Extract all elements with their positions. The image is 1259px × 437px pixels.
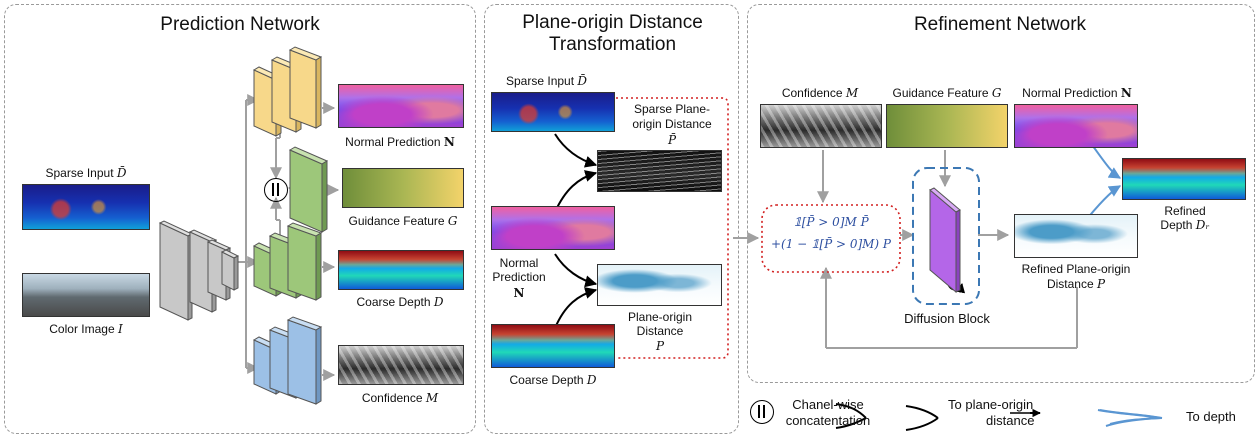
sparse-input-symbol: D̄ (116, 166, 127, 180)
r-normal-text: Normal Prediction (1022, 86, 1118, 100)
t-normal-line2: Prediction (492, 270, 546, 284)
guidance-feature-label: Guidance Feature G (336, 214, 470, 228)
refined-plane-text: Distance (1046, 277, 1094, 291)
confidence-label: Confidence M (330, 391, 470, 405)
prediction-panel (4, 4, 476, 434)
normal-prediction-label: Normal Prediction N (330, 135, 470, 149)
transform-title-line2: Transformation (548, 34, 677, 55)
t-sparse-input-symbol: D̄ (577, 74, 588, 88)
normal-prediction-symbol: N (443, 135, 455, 149)
r-normal-symbol: N (1120, 86, 1132, 100)
legend-concat-line1: Chanel-wise (792, 397, 864, 412)
coarse-depth-label: Coarse Depth D (330, 295, 470, 309)
prediction-title: Prediction Network (160, 14, 320, 35)
t-sparse-plane-symbol: P̄ (667, 133, 677, 147)
r-normal-image (1014, 104, 1138, 148)
formula-line2: +(1 − 𝟙[P̄ > 0]M) P (770, 237, 892, 251)
r-guidance-label: Guidance Feature G (884, 86, 1010, 100)
t-plane-image (597, 264, 722, 306)
refined-plane-image (1014, 214, 1138, 258)
t-plane-symbol: P (655, 339, 665, 353)
sparse-input-label: Sparse Input D̄ (22, 166, 150, 180)
transform-title-line1: Plane-origin Distance (522, 12, 703, 33)
coarse-depth-text: Coarse Depth (356, 295, 431, 309)
refined-depth-image (1122, 158, 1246, 200)
t-normal-line1: Normal (499, 256, 539, 270)
t-sparse-input-image (491, 92, 615, 132)
t-sparse-input-label: Sparse Input D̄ (506, 74, 587, 88)
t-sparse-input-text: Sparse Input (506, 74, 575, 88)
color-image-text: Color Image (49, 322, 115, 336)
t-sparse-plane-line2: origin Distance (632, 117, 712, 131)
refined-depth-line1: Refined (1164, 204, 1206, 218)
r-confidence-text: Confidence (781, 86, 843, 100)
refinement-title: Refinement Network (913, 14, 1087, 35)
sparse-input-image (22, 184, 150, 230)
concat-symbol (264, 178, 288, 202)
diffusion-block-label: Diffusion Block (904, 311, 990, 326)
formula-line1: 𝟙[P̄ > 0]M P̄ (793, 215, 869, 229)
r-guidance-symbol: G (991, 86, 1002, 100)
guidance-feature-text: Guidance Feature (348, 214, 445, 228)
refined-plane-line2: Distance P (1004, 277, 1148, 291)
r-confidence-image (760, 104, 882, 148)
color-image-label: Color Image I (22, 322, 150, 336)
t-sparse-plane-image (597, 150, 722, 192)
guidance-feature-symbol: G (447, 214, 458, 228)
t-coarse-depth-image (491, 324, 615, 368)
r-normal-label: Normal Prediction N (1010, 86, 1144, 100)
t-coarse-depth-label: Coarse Depth D (491, 373, 615, 387)
coarse-depth-image (338, 250, 464, 290)
refined-depth-line2: Depth Dᵣ (1140, 218, 1230, 232)
confidence-symbol: M (425, 391, 439, 405)
r-confidence-label: Confidence M (760, 86, 880, 100)
refined-plane-symbol: P (1096, 277, 1106, 291)
t-sparse-plane-line1: Sparse Plane- (633, 102, 711, 116)
legend-plane-line2: distance (986, 413, 1035, 428)
refinement-panel (747, 4, 1255, 383)
r-confidence-symbol: M (845, 86, 859, 100)
t-normal-symbol: N (513, 286, 525, 300)
t-plane-line1: Plane-origin (627, 310, 693, 324)
legend-plane-line1: To plane-origin (948, 397, 1034, 412)
coarse-depth-symbol: D (433, 295, 444, 309)
legend-depth-label: To depth (1186, 409, 1236, 424)
t-coarse-depth-text: Coarse Depth (509, 373, 584, 387)
legend-concat-icon (750, 400, 774, 424)
normal-prediction-text: Normal Prediction (345, 135, 441, 149)
normal-prediction-image (338, 84, 464, 128)
transform-panel (484, 4, 739, 434)
r-guidance-text: Guidance Feature (892, 86, 989, 100)
t-coarse-depth-symbol: D (586, 373, 597, 387)
t-plane-line2: Distance (636, 324, 684, 338)
color-image-symbol: I (117, 322, 123, 336)
refined-depth-text: Depth (1160, 218, 1193, 232)
confidence-text: Confidence (361, 391, 423, 405)
refined-plane-line1: Refined Plane-origin (1021, 262, 1131, 276)
refined-depth-symbol: Dᵣ (1195, 218, 1210, 232)
sparse-input-text: Sparse Input (45, 166, 114, 180)
legend-concat-line2: concatentation (785, 413, 871, 428)
guidance-feature-image (342, 168, 464, 208)
t-normal-image (491, 206, 615, 250)
confidence-image (338, 345, 464, 385)
color-image (22, 273, 150, 317)
r-guidance-image (886, 104, 1008, 148)
